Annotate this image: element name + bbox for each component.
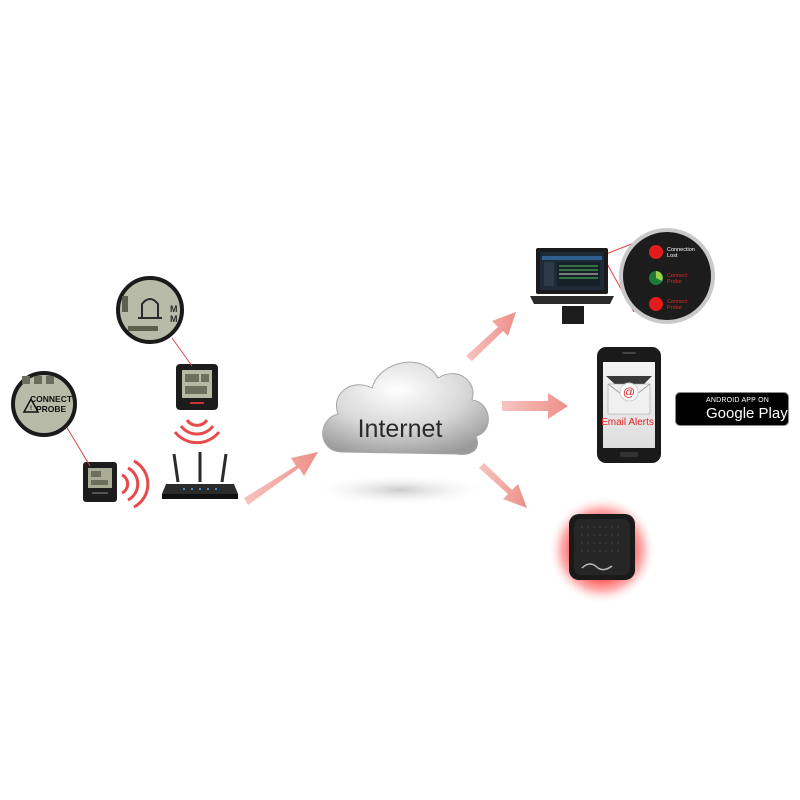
- alert-label-connect-probe-2: Connect Probe: [667, 299, 688, 311]
- callout-connect-probe: !: [11, 371, 77, 437]
- arrow-internet-to-phone: [502, 393, 568, 419]
- callout-leader-line-laptop: [605, 242, 635, 255]
- callout-alert-panel: [619, 228, 715, 324]
- google-play-badge-name: Google Play: [706, 405, 788, 422]
- svg-text:!: !: [30, 406, 32, 412]
- at-symbol: @: [623, 385, 635, 399]
- alarm-box-device: [548, 496, 656, 604]
- router-device: [162, 452, 238, 499]
- status-dot-red-lower: [649, 297, 663, 311]
- callout-probe-line1: CONNECT: [30, 394, 73, 404]
- svg-text:M: M: [170, 304, 178, 314]
- alert-label-connect-probe-1: Connect Probe: [667, 273, 688, 285]
- internet-cloud-icon: [310, 361, 490, 506]
- smartphone-device: @: [597, 347, 661, 463]
- logger-device-large: [176, 364, 218, 410]
- arrow-router-to-internet: [244, 452, 318, 505]
- callout-leader-line-bell: [171, 337, 193, 367]
- bell-icon: [141, 298, 159, 319]
- callout-leader-line-probe: [65, 425, 91, 467]
- wifi-waves-icon-vertical: [173, 419, 221, 445]
- svg-text:M: M: [170, 314, 178, 324]
- callout-bell-display: M M: [116, 276, 184, 344]
- status-dot-red: [649, 245, 663, 259]
- google-play-badge[interactable]: ANDROID APP ON Google Play: [675, 392, 789, 426]
- callout-probe-line2: PROBE: [36, 404, 67, 414]
- wifi-waves-icon-horizontal: [121, 459, 150, 509]
- warning-icon: [22, 397, 40, 413]
- arrow-internet-to-alarm: [479, 463, 527, 508]
- laptop-device: [530, 248, 614, 324]
- logger-device-small: [83, 462, 117, 502]
- alert-label-connection-lost: Connection Lost: [667, 247, 695, 259]
- arrow-internet-to-laptop: [466, 312, 516, 361]
- google-play-badge-top-text: ANDROID APP ON: [706, 397, 769, 404]
- email-alerts-label: Email Alerts: [601, 417, 654, 428]
- internet-label: Internet: [357, 415, 443, 443]
